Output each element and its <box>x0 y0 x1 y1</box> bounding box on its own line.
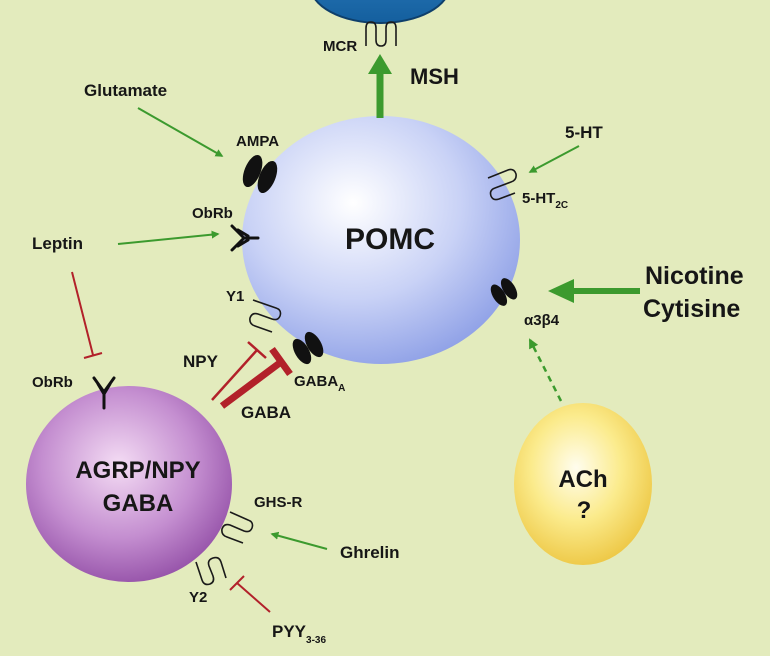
obrb-agrp-label: ObRb <box>32 374 73 391</box>
gaba-label: GABA <box>241 403 291 422</box>
mcr-label: MCR <box>323 38 357 55</box>
target-cell-top <box>314 0 446 24</box>
pomc-cell <box>242 116 520 364</box>
msh-arrow-head <box>368 54 392 74</box>
ach-dashed-arrow <box>528 338 563 402</box>
cytisine-label: Cytisine <box>643 295 740 323</box>
ach-label: ACh <box>558 466 607 493</box>
agrp-label-line1: AGRP/NPY <box>75 457 200 484</box>
pyy-inhibition <box>229 575 271 613</box>
obrb-pomc-receptor-icon <box>230 224 260 252</box>
agrp-label-line2: GABA <box>103 490 174 517</box>
a3b4-label: α3β4 <box>524 312 560 329</box>
glutamate-arrow <box>137 107 224 157</box>
obrb-pomc-label: ObRb <box>192 205 233 222</box>
obrb-agrp-receptor-icon <box>92 376 116 410</box>
ghsr-label: GHS-R <box>254 494 303 511</box>
nicotine-arrow-head <box>548 279 574 303</box>
a3b4-channel-icon <box>490 278 518 306</box>
y2-receptor-icon <box>195 556 227 586</box>
agrp-npy-cell <box>26 386 232 582</box>
ach-cell <box>514 403 652 565</box>
ghsr-receptor-icon <box>221 511 254 544</box>
ampa-channel-icon <box>242 154 278 194</box>
gaba-a-label: GABAA <box>294 373 345 394</box>
ach-question: ? <box>577 497 592 524</box>
ht2c-label: 5-HT2C <box>522 190 568 211</box>
y2-label: Y2 <box>189 589 207 606</box>
nicotine-label: Nicotine <box>645 262 744 290</box>
leptin-arrow <box>117 230 220 245</box>
ht2c-receptor-icon <box>487 168 517 201</box>
npy-label: NPY <box>183 352 219 371</box>
y1-receptor-icon <box>249 299 282 333</box>
mcr-receptor-icon <box>365 21 397 47</box>
ht5-arrow <box>528 145 580 173</box>
msh-label: MSH <box>410 64 459 89</box>
leptin-inhibition <box>71 271 103 359</box>
pomc-label: POMC <box>345 223 435 256</box>
ht5-label: 5-HT <box>565 123 603 142</box>
pyy-label: PYY3-36 <box>272 622 326 646</box>
ghrelin-label: Ghrelin <box>340 543 400 562</box>
leptin-label: Leptin <box>32 234 83 253</box>
gaba-a-channel-icon <box>292 331 324 365</box>
npy-inhibition <box>211 341 267 401</box>
ampa-label: AMPA <box>236 133 279 150</box>
gaba-inhibition <box>219 346 293 409</box>
y1-label: Y1 <box>226 288 244 305</box>
ghrelin-arrow <box>270 531 328 550</box>
glutamate-label: Glutamate <box>84 81 167 100</box>
